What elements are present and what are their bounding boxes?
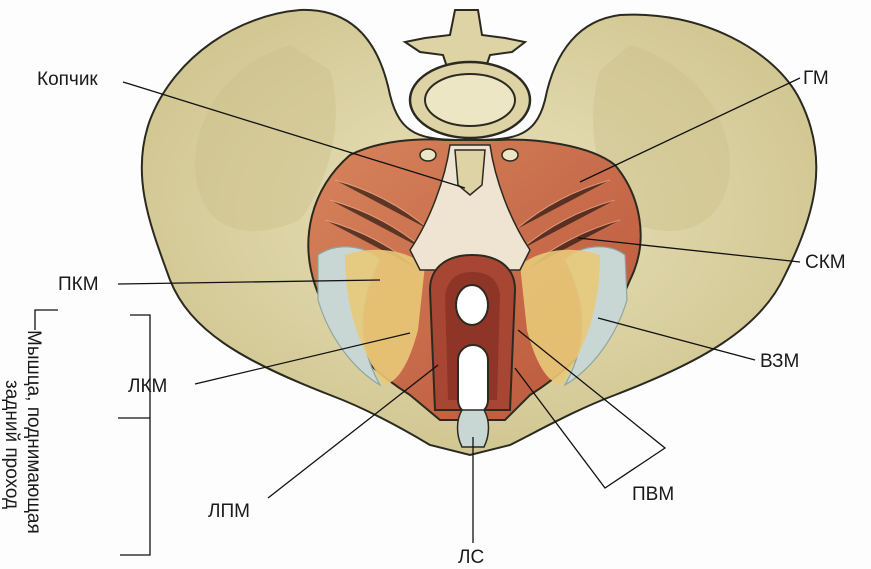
- label-levator-line1: Мышца, поднимающая: [23, 330, 44, 534]
- levator-ani-label-group: Мышца, поднимающая: [23, 330, 44, 534]
- label-pvm: ПВМ: [632, 484, 674, 505]
- label-coccyx: Копчик: [37, 69, 98, 90]
- vertebral-canal: [425, 74, 515, 126]
- left-foramen: [420, 149, 436, 161]
- label-skm: СКМ: [805, 252, 846, 273]
- label-gm: ГМ: [803, 68, 829, 89]
- label-ls: ЛС: [458, 547, 484, 568]
- label-lpm: ЛПМ: [208, 501, 250, 522]
- label-pkm: ПКМ: [58, 274, 99, 295]
- levator-ani-label-group-2: задний проход: [1, 380, 22, 509]
- label-levator-line2: задний проход: [1, 380, 22, 509]
- urethral-opening: [456, 285, 488, 325]
- label-vzm: ВЗМ: [760, 351, 799, 372]
- label-lkm: ЛКМ: [128, 376, 167, 397]
- right-foramen: [502, 149, 518, 161]
- vaginal-opening: [458, 345, 488, 415]
